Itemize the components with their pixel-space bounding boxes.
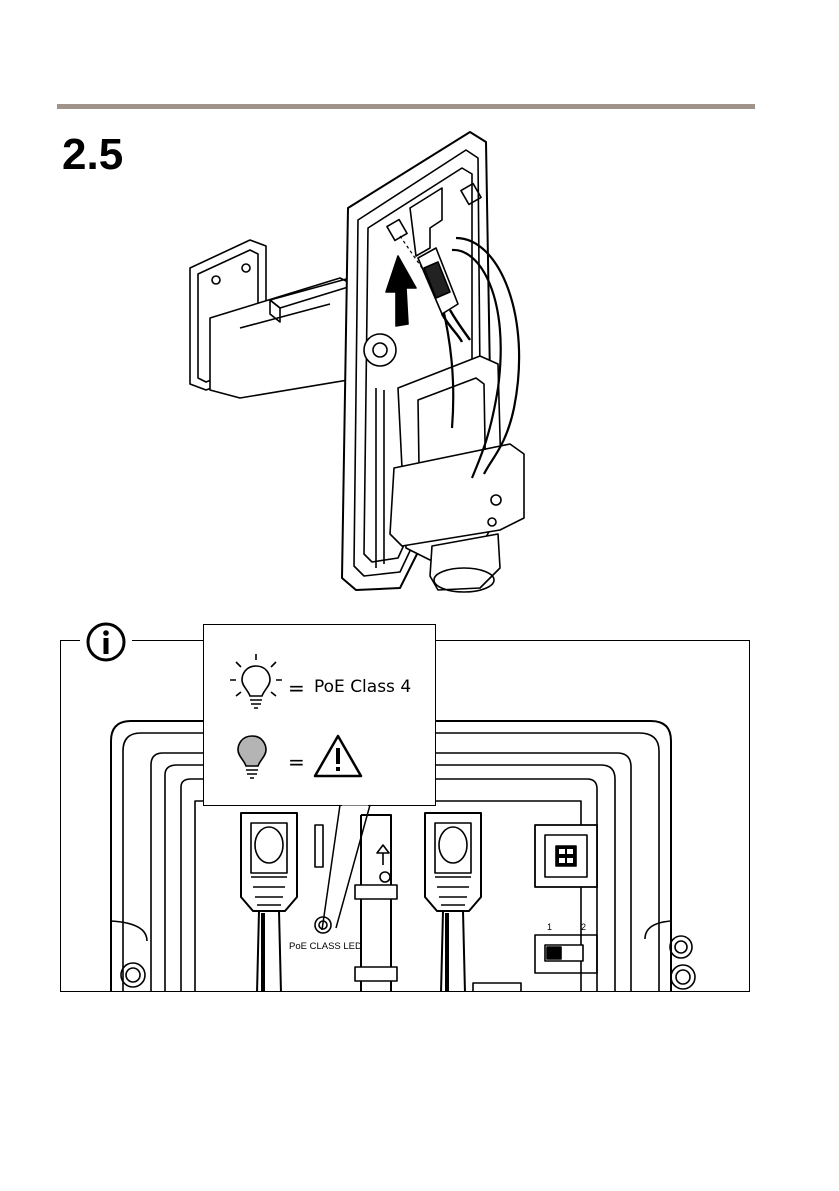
info-icon (80, 620, 132, 664)
section-divider (57, 104, 755, 109)
switch-label-1: 1 (547, 922, 552, 932)
power-connector (535, 825, 597, 887)
unlit-bulb-icon (232, 734, 272, 784)
equals-sign: = (288, 676, 305, 700)
equals-sign: = (288, 750, 305, 774)
center-bracket (355, 815, 397, 992)
poe-class-text: PoE Class 4 (314, 677, 411, 697)
switch-label-2: 2 (581, 922, 586, 932)
poe-class-led (315, 917, 331, 933)
dip-switch (535, 935, 597, 973)
warning-triangle-icon (312, 733, 364, 779)
right-rj45-connector (425, 813, 481, 992)
poe-class-led-label: PoE CLASS LED (289, 941, 362, 952)
camera-installation-illustration (180, 128, 540, 598)
step-number: 2.5 (62, 133, 123, 177)
left-rj45-connector (241, 813, 297, 992)
lit-bulb-icon (228, 652, 284, 712)
